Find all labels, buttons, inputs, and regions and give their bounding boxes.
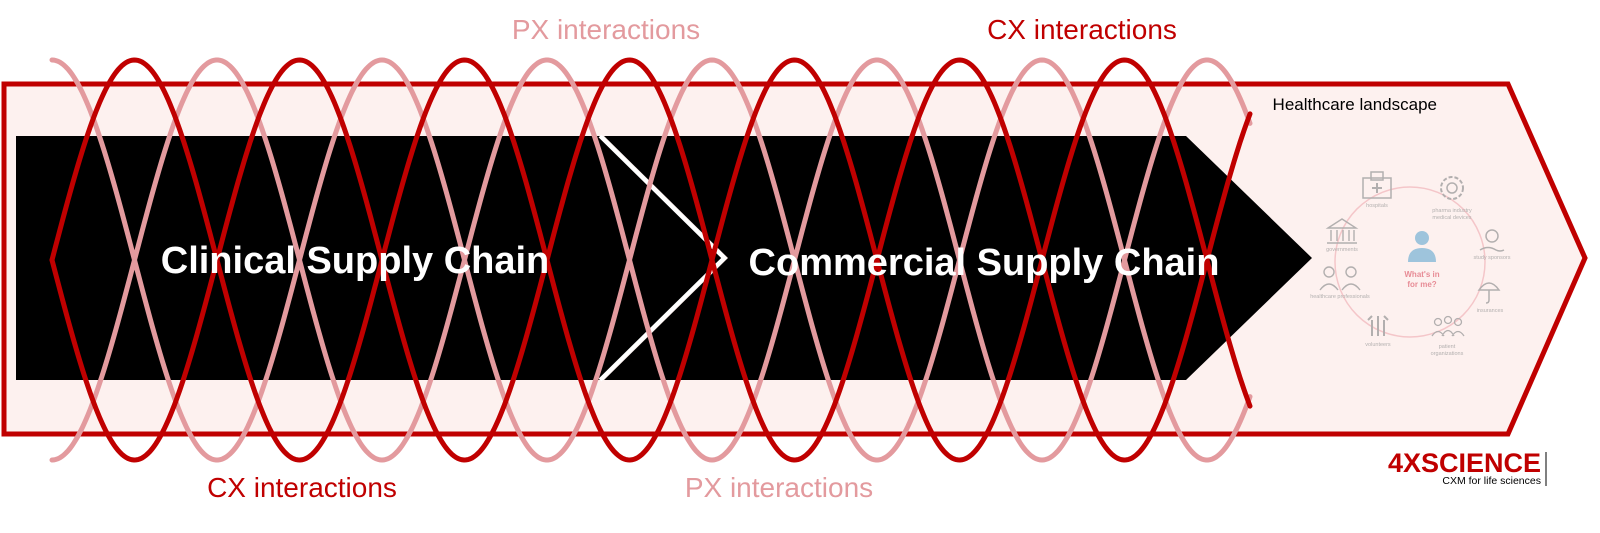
commercial-chain-label: Commercial Supply Chain: [749, 242, 1220, 284]
doctor-icon: [1319, 266, 1361, 291]
top-px-interactions-label: PX interactions: [512, 14, 700, 45]
person-center-icon: [1408, 231, 1436, 262]
landscape-label: Healthcare landscape: [1273, 95, 1437, 114]
raised-hands-icon: [1367, 315, 1389, 336]
stakeholder-label-patient: patient: [1439, 344, 1456, 350]
group-icon: [1431, 315, 1465, 337]
chain-divider-chevron: [598, 134, 727, 382]
interaction-waves: [49, 57, 1253, 463]
ecosystem-ring: [1334, 186, 1486, 338]
ecosystem-center-line1: What's in: [1404, 270, 1439, 279]
stakeholder-label-healthcare-professionals: healthcare professionals: [1310, 294, 1370, 300]
hospital-icon: [1362, 171, 1392, 199]
bottom-cx-interactions-label: CX interactions: [207, 472, 397, 503]
stakeholder-label-pharma-2: medical devices: [1432, 215, 1471, 221]
government-icon: [1325, 218, 1359, 244]
stakeholder-ecosystem: What's in for me? hospitals pharma indus…: [1310, 171, 1511, 357]
stakeholder-label-governments: governments: [1326, 247, 1358, 253]
stakeholder-label-insurances: insurances: [1477, 308, 1504, 314]
stakeholder-label-volunteers: volunteers: [1365, 342, 1391, 348]
brand-tagline: CXM for life sciences: [1442, 475, 1541, 487]
top-cx-interactions-label: CX interactions: [987, 14, 1177, 45]
stakeholder-label-hospitals: hospitals: [1366, 203, 1388, 209]
bottom-px-interactions-label: PX interactions: [685, 472, 873, 503]
gear-icon: [1440, 176, 1464, 200]
stakeholder-label-patient-2: organizations: [1431, 351, 1464, 357]
cx-wave-a: [49, 57, 1253, 463]
ecosystem-center-line2: for me?: [1407, 280, 1436, 289]
clinical-chain-band: [16, 136, 724, 380]
stakeholder-label-study-sponsors: study sponsors: [1474, 255, 1511, 261]
px-wave-a: [49, 57, 1253, 463]
stakeholder-label-pharma: pharma industry: [1432, 208, 1472, 214]
clinical-chain-label: Clinical Supply Chain: [161, 240, 550, 282]
money-hand-icon: [1479, 229, 1505, 252]
umbrella-icon: [1477, 282, 1501, 304]
cx-wave-b: [49, 57, 1253, 463]
brand-name: 4XSCIENCE: [1388, 448, 1541, 478]
px-wave-b: [49, 57, 1253, 463]
